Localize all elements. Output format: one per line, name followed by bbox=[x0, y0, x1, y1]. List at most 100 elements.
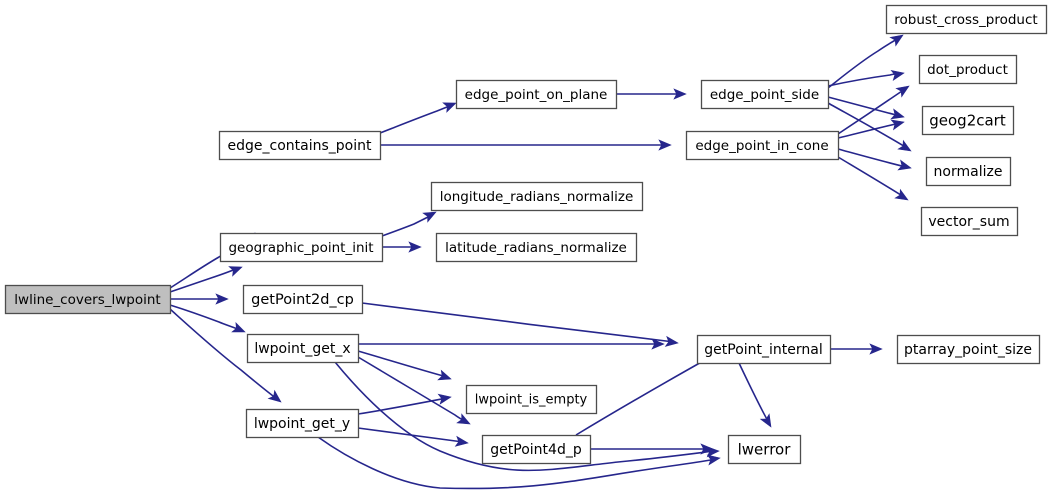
node-edge_point_on_plane[interactable]: edge_point_on_plane bbox=[455, 79, 618, 110]
edge-edge_point_in_cone-to-geog2cart bbox=[837, 119, 905, 139]
node-label: ptarray_point_size bbox=[904, 342, 1032, 358]
edge-line bbox=[837, 156, 905, 198]
node-box[interactable] bbox=[925, 156, 1012, 187]
node-longitude_radians_normalize[interactable]: longitude_radians_normalize bbox=[430, 181, 644, 212]
node-geog2cart[interactable]: geog2cart bbox=[921, 105, 1015, 136]
node-edge_point_side[interactable]: edge_point_side bbox=[700, 79, 830, 110]
edge-edge_point_in_cone-to-vector_sum bbox=[837, 156, 909, 201]
edge-edge_contains_point-to-edge_point_in_cone bbox=[380, 139, 672, 151]
node-box[interactable] bbox=[885, 4, 1048, 35]
arrow-head-icon bbox=[454, 435, 469, 447]
node-box[interactable] bbox=[921, 105, 1015, 136]
node-getPoint_internal[interactable]: getPoint_internal bbox=[696, 334, 832, 365]
edge-line bbox=[827, 96, 901, 117]
node-box[interactable] bbox=[430, 181, 644, 212]
node-box[interactable] bbox=[219, 232, 384, 263]
edge-geographic_point_init-to-latitude_radians_normalize bbox=[382, 241, 422, 253]
node-getPoint2d_cp[interactable]: getPoint2d_cp bbox=[242, 284, 364, 315]
node-vector_sum[interactable]: vector_sum bbox=[920, 206, 1019, 237]
node-label: edge_contains_point bbox=[228, 138, 372, 154]
edge-edge_point_side-to-normalize bbox=[827, 102, 912, 152]
node-box[interactable] bbox=[918, 54, 1018, 85]
node-edge_contains_point[interactable]: edge_contains_point bbox=[218, 130, 382, 161]
node-label: lwpoint_get_y bbox=[254, 416, 350, 432]
arrow-head-icon bbox=[889, 34, 904, 47]
arrow-head-icon bbox=[231, 321, 246, 333]
node-box[interactable] bbox=[246, 333, 360, 364]
node-box[interactable] bbox=[481, 434, 592, 465]
node-dot_product[interactable]: dot_product bbox=[918, 54, 1018, 85]
node-box[interactable] bbox=[920, 206, 1019, 237]
edge-getPoint_internal-to-lwerror bbox=[738, 362, 772, 428]
node-latitude_radians_normalize[interactable]: latitude_radians_normalize bbox=[435, 232, 638, 263]
edge-lwline_covers_lwpoint-to-lwpoint_get_x bbox=[169, 304, 246, 333]
node-label: robust_cross_product bbox=[894, 12, 1037, 28]
node-box[interactable] bbox=[696, 334, 832, 365]
node-label: lwpoint_is_empty bbox=[475, 393, 588, 408]
nodes-layer: lwline_covers_lwpoint edge_contains_point… bbox=[4, 4, 1048, 465]
arrow-head-icon bbox=[267, 389, 282, 403]
arrow-head-icon bbox=[422, 211, 437, 223]
node-box[interactable] bbox=[685, 130, 840, 161]
edge-lwpoint_get_x-to-lwpoint_is_empty bbox=[357, 350, 452, 381]
edge-line bbox=[837, 148, 907, 168]
node-box[interactable] bbox=[727, 434, 802, 465]
node-ptarray_point_size[interactable]: ptarray_point_size bbox=[896, 334, 1041, 365]
node-label: dot_product bbox=[927, 62, 1008, 78]
node-label: lwpoint_get_x bbox=[254, 341, 350, 357]
node-label: normalize bbox=[934, 164, 1003, 180]
node-box[interactable] bbox=[242, 284, 364, 315]
edge-line bbox=[827, 102, 908, 149]
arrow-head-icon bbox=[437, 393, 452, 405]
edge-line bbox=[169, 308, 278, 400]
edge-getPoint4d_p-to-lwerror bbox=[590, 443, 714, 455]
node-label: vector_sum bbox=[928, 214, 1009, 230]
node-label: geographic_point_init bbox=[228, 240, 373, 256]
node-box[interactable] bbox=[218, 130, 382, 161]
node-lwerror[interactable]: lwerror bbox=[727, 434, 802, 465]
node-lwline_covers_lwpoint[interactable]: lwline_covers_lwpoint bbox=[4, 284, 172, 315]
edge-lwline_covers_lwpoint-to-lwpoint_get_y bbox=[169, 308, 282, 403]
arrow-head-icon bbox=[442, 102, 457, 113]
node-lwpoint_is_empty[interactable]: lwpoint_is_empty bbox=[465, 384, 598, 415]
edge-edge_point_side-to-robust_cross_product bbox=[827, 34, 904, 89]
node-normalize[interactable]: normalize bbox=[925, 156, 1012, 187]
edge-line bbox=[357, 397, 448, 415]
node-lwpoint_get_x[interactable]: lwpoint_get_x bbox=[246, 333, 360, 364]
arrow-head-icon bbox=[228, 266, 243, 277]
node-box[interactable] bbox=[245, 408, 360, 439]
node-label: longitude_radians_normalize bbox=[440, 189, 634, 205]
arrow-head-icon bbox=[664, 335, 679, 347]
node-geographic_point_init[interactable]: geographic_point_init bbox=[219, 232, 384, 263]
edge-line bbox=[169, 304, 241, 331]
edge-line bbox=[361, 302, 675, 343]
arrow-head-icon bbox=[890, 69, 905, 81]
node-box-current[interactable] bbox=[4, 284, 172, 315]
node-box[interactable] bbox=[455, 79, 618, 110]
node-box[interactable] bbox=[700, 79, 830, 110]
node-getPoint4d_p[interactable]: getPoint4d_p bbox=[481, 434, 592, 465]
node-label: edge_point_side bbox=[710, 87, 819, 103]
arrow-head-icon bbox=[894, 188, 909, 201]
edge-lwpoint_get_x-to-getPoint_internal bbox=[357, 338, 665, 350]
arrow-head-icon bbox=[869, 343, 883, 355]
node-lwpoint_get_y[interactable]: lwpoint_get_y bbox=[245, 408, 360, 439]
edge-lwpoint_get_y-to-getPoint4d_p bbox=[357, 427, 469, 447]
arrow-head-icon bbox=[215, 293, 229, 305]
node-label: edge_point_in_cone bbox=[695, 138, 828, 154]
arrow-head-icon bbox=[895, 85, 910, 98]
edge-lwline_covers_lwpoint-to-geographic_point_init bbox=[169, 266, 243, 293]
node-edge_point_in_cone[interactable]: edge_point_in_cone bbox=[685, 130, 840, 161]
edge-line bbox=[827, 37, 900, 89]
arrow-head-icon bbox=[890, 108, 905, 120]
node-label: geog2cart bbox=[929, 112, 1006, 130]
node-robust_cross_product[interactable]: robust_cross_product bbox=[885, 4, 1048, 35]
node-box[interactable] bbox=[435, 232, 638, 263]
node-label: lwerror bbox=[738, 441, 792, 459]
edge-getPoint2d_cp-to-getPoint_internal bbox=[361, 302, 679, 347]
node-box[interactable] bbox=[465, 384, 598, 415]
arrow-head-icon bbox=[759, 413, 772, 428]
node-box[interactable] bbox=[896, 334, 1041, 365]
arrow-head-icon bbox=[897, 139, 912, 152]
edge-edge_contains_point-to-edge_point_on_plane bbox=[379, 102, 457, 134]
